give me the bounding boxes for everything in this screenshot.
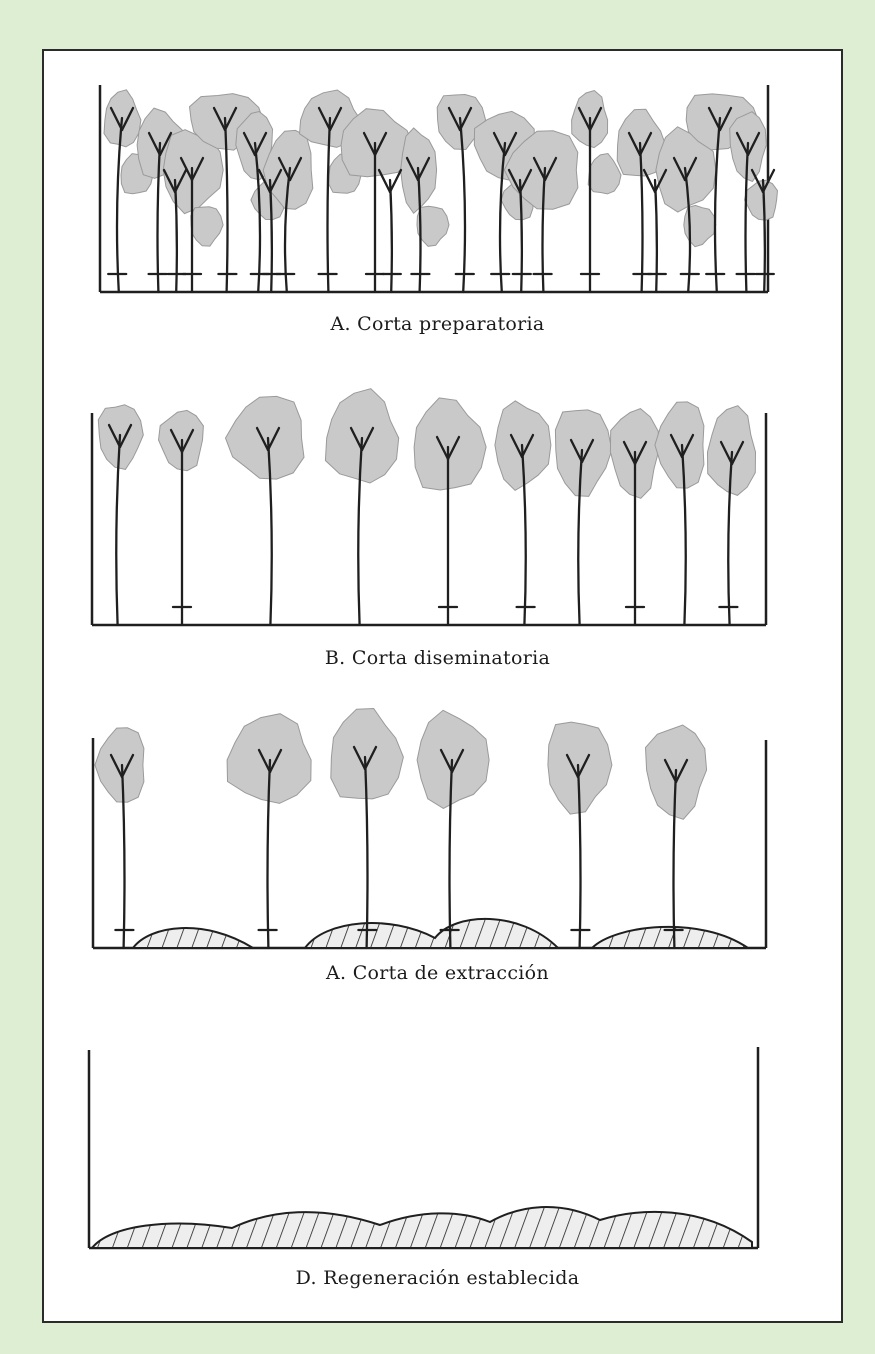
- caption-panel-b: B. Corta diseminatoria: [0, 647, 875, 669]
- panel-d-regeneration-cover: [92, 1207, 752, 1248]
- caption-panel-d: D. Regeneración establecida: [0, 1267, 875, 1289]
- caption-panel-a: A. Corta preparatoria: [0, 313, 875, 335]
- caption-panel-c: A. Corta de extracción: [0, 962, 875, 984]
